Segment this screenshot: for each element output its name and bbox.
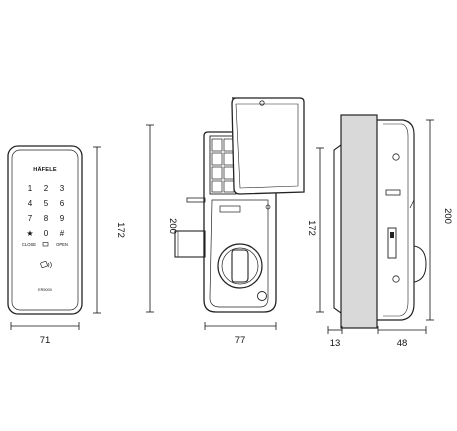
key-9[interactable]: 9 (60, 214, 65, 223)
latch-bolt (174, 230, 206, 258)
side-depth-dim: 48 (397, 338, 408, 349)
back-unit-profile (377, 119, 415, 321)
back-unit-inner (383, 123, 409, 317)
brand-logo: HÄFELE (33, 166, 57, 173)
front-body-inner (11, 149, 79, 311)
close-label: CLOSE (22, 242, 36, 247)
back-button[interactable] (257, 291, 267, 301)
front-unit-profile (333, 144, 342, 314)
back-view: 77 200 (146, 97, 305, 346)
key-1[interactable]: 1 (28, 184, 33, 193)
key-0[interactable]: 0 (44, 229, 49, 238)
battery-3 (211, 166, 223, 180)
card-reader-icon (40, 261, 52, 269)
front-body-outer (7, 145, 83, 315)
side-thickness-dim: 13 (330, 338, 341, 349)
side-height-dim-2: 200 (442, 208, 453, 224)
battery-2 (211, 152, 223, 166)
back-height-dim: 200 (167, 218, 178, 234)
model-label: ER5000 (38, 288, 52, 292)
side-height-dim: 172 (306, 220, 317, 236)
side-screw-top (392, 153, 400, 161)
battery-1 (211, 138, 223, 152)
battery-cover-open (231, 97, 305, 195)
open-label: OPEN (56, 242, 68, 247)
battery-7 (223, 166, 235, 180)
switch-slot (219, 205, 241, 213)
thumb-turn-inner (221, 247, 259, 285)
side-view: 172 200 13 48 (306, 114, 453, 349)
thumb-turn-knob[interactable] (231, 249, 249, 283)
key-star[interactable]: ★ (26, 229, 33, 238)
side-thumb-turn[interactable] (413, 245, 427, 283)
keypad: 1 2 3 4 5 6 7 8 9 ★ 0 # (26, 184, 64, 238)
side-divider (409, 199, 415, 209)
key-2[interactable]: 2 (44, 184, 49, 193)
side-screw-bottom (392, 275, 400, 283)
side-switch (387, 227, 397, 259)
key-8[interactable]: 8 (44, 214, 49, 223)
key-3[interactable]: 3 (60, 184, 65, 193)
key-4[interactable]: 4 (28, 199, 33, 208)
side-switch-knob (390, 232, 394, 238)
lock-icon (42, 242, 49, 247)
front-view: HÄFELE 1 2 3 4 5 6 7 8 9 ★ 0 # CLOSE OPE… (7, 145, 126, 346)
key-hash[interactable]: # (60, 229, 65, 238)
key-6[interactable]: 6 (60, 199, 65, 208)
thumb-turn-outer (217, 243, 263, 289)
latch-pin (186, 197, 206, 203)
battery-cover-inner (235, 103, 299, 189)
side-latch (385, 189, 401, 196)
front-height-dim: 172 (115, 222, 126, 238)
battery-6 (223, 152, 235, 166)
key-7[interactable]: 7 (28, 214, 33, 223)
back-body-inner (209, 199, 269, 308)
cover-screw (259, 100, 265, 106)
mount-screw (265, 204, 271, 210)
door-section (340, 114, 378, 329)
key-5[interactable]: 5 (44, 199, 49, 208)
back-width-dim: 77 (235, 335, 246, 346)
battery-8 (223, 180, 235, 193)
front-width-dim: 71 (40, 335, 51, 346)
battery-4 (211, 180, 223, 193)
